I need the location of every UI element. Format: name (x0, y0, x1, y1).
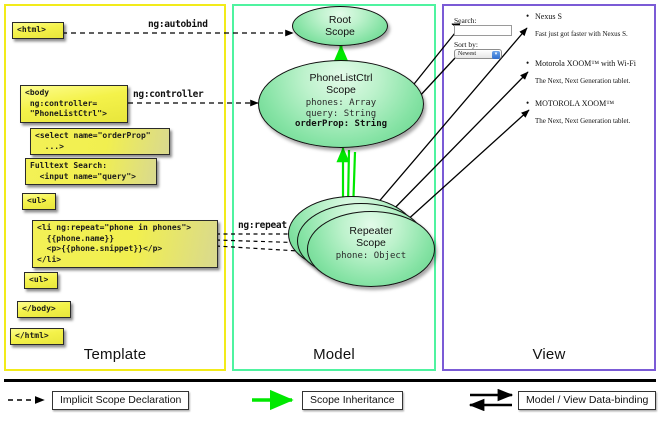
scope-phonelistctrl: PhoneListCtrl Scope phones: Array query:… (258, 60, 424, 148)
legend-item-scope-inheritance: Scope Inheritance (302, 391, 403, 410)
scope-phonelistctrl-title-line1: PhoneListCtrl (309, 72, 373, 84)
panel-label-view: View (532, 346, 566, 363)
panel-label-model: Model (313, 346, 355, 363)
view-phone-snippet-1: The Next, Next Generation tablet. (535, 77, 631, 85)
view-phone-name-1: Motorola XOOM™ with Wi-Fi (526, 58, 636, 68)
panel-model (232, 4, 436, 371)
label-ng-controller: ng:controller (133, 89, 204, 100)
code-box-select: <select name="orderProp" ...> (30, 128, 170, 155)
label-ng-repeat: ng:repeat (238, 220, 287, 231)
scope-prop-query: query: String (305, 108, 377, 119)
panel-label-template: Template (83, 346, 147, 363)
scope-root: Root Scope (292, 6, 388, 46)
code-box-fulltext-search: Fulltext Search: <input name="query"> (25, 158, 157, 185)
scope-repeater-title-line1: Repeater (349, 225, 393, 237)
code-box-li-repeat: <li ng:repeat="phone in phones"> {{phone… (32, 220, 218, 268)
view-sort-select-value: Newest (458, 51, 476, 57)
view-sort-label: Sort by: (454, 40, 478, 49)
scope-repeater-title-line2: Scope (356, 237, 386, 249)
scope-root-title-line1: Root (328, 14, 352, 26)
scope-repeater: Repeater Scope phone: Object (307, 211, 435, 287)
view-search-input[interactable] (454, 25, 512, 36)
code-box-html-close: </html> (10, 328, 64, 345)
scope-prop-phone: phone: Object (335, 251, 407, 261)
legend-item-implicit-scope-declaration: Implicit Scope Declaration (52, 391, 190, 410)
view-phone-snippet-0: Fast just got faster with Nexus S. (535, 30, 628, 38)
code-box-body-open: <body ng:controller= "PhoneListCtrl"> (20, 85, 128, 123)
scope-prop-phones: phones: Array (305, 98, 377, 108)
scope-prop-orderprop: orderProp: String (294, 119, 388, 129)
scope-root-title-line2: Scope (325, 26, 355, 38)
view-sort-select[interactable]: Newest ▾ (454, 49, 502, 59)
view-phone-snippet-2: The Next, Next Generation tablet. (535, 117, 631, 125)
chevron-down-icon: ▾ (492, 51, 500, 59)
code-box-body-close: </body> (17, 301, 71, 318)
code-box-ul-open: <ul> (22, 193, 56, 210)
label-ng-autobind: ng:autobind (148, 19, 208, 30)
view-phone-name-0: Nexus S (526, 11, 562, 21)
code-box-ul-close: <ul> (24, 272, 58, 289)
legend-divider (4, 379, 656, 382)
view-search-label: Search: (454, 16, 477, 25)
scope-phonelistctrl-title-line2: Scope (326, 84, 356, 96)
code-box-html-open: <html> (12, 22, 64, 39)
legend-item-model-view-data-binding: Model / View Data-binding (518, 391, 657, 410)
view-phone-name-2: MOTOROLA XOOM™ (526, 98, 614, 108)
